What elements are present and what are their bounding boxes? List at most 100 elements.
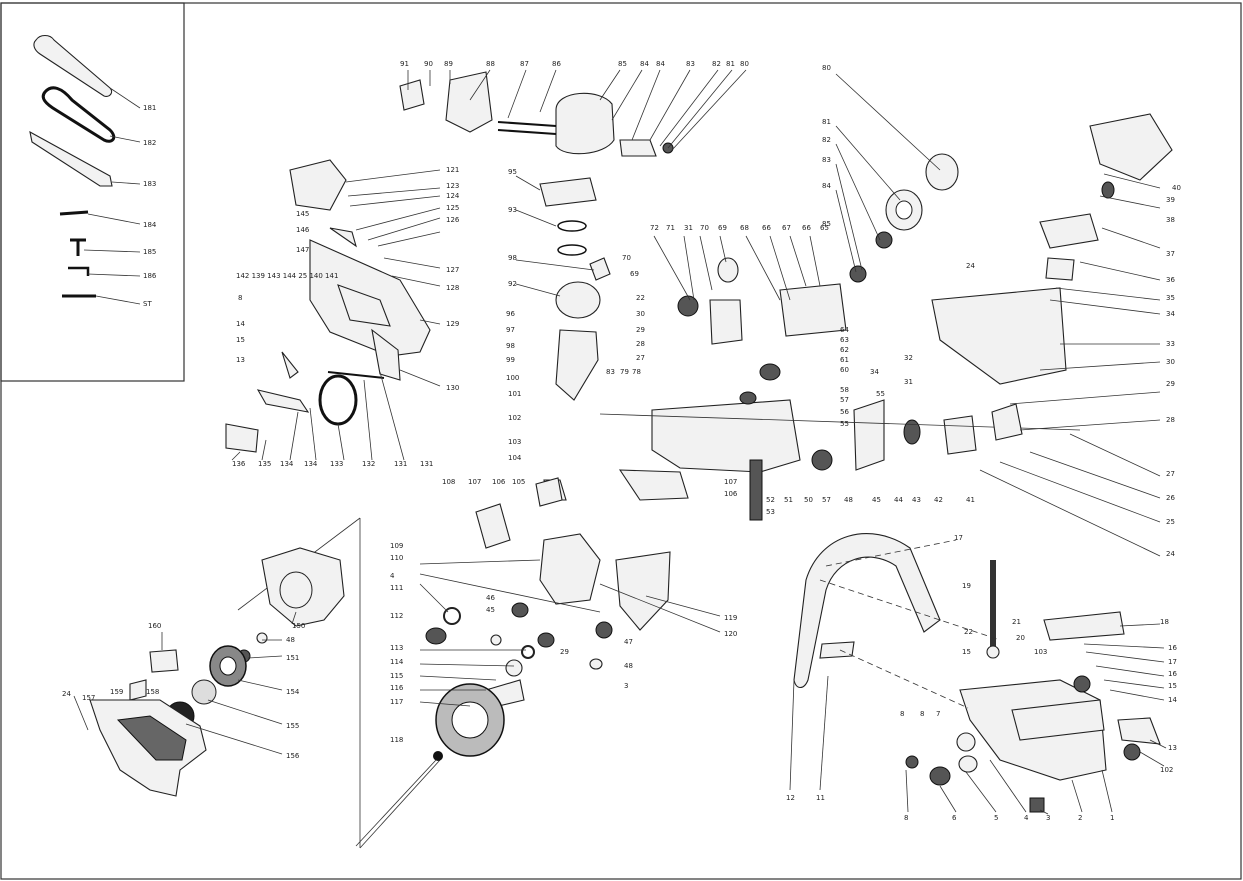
svg-text:154: 154 (286, 688, 300, 696)
svg-text:97: 97 (506, 326, 515, 334)
svg-text:45: 45 (486, 606, 495, 614)
svg-text:21: 21 (1012, 618, 1021, 626)
cylinder-assembly (399, 71, 674, 401)
svg-text:68: 68 (740, 224, 749, 232)
svg-text:116: 116 (390, 684, 404, 692)
svg-text:82: 82 (712, 60, 721, 68)
svg-text:31: 31 (684, 224, 693, 232)
starter-housing-assembly (89, 547, 345, 797)
accessory-inset-box (0, 2, 185, 382)
svg-text:15: 15 (236, 336, 245, 344)
svg-text:84: 84 (656, 60, 665, 68)
svg-text:131: 131 (420, 460, 433, 468)
callout: 181 (143, 104, 156, 112)
svg-text:125: 125 (446, 204, 459, 212)
svg-text:8: 8 (238, 294, 242, 302)
svg-text:24: 24 (966, 262, 975, 270)
svg-text:83: 83 (686, 60, 695, 68)
svg-text:62: 62 (840, 346, 849, 354)
svg-text:31: 31 (904, 378, 913, 386)
svg-text:106: 106 (724, 490, 738, 498)
svg-text:156: 156 (286, 752, 300, 760)
callout: 182 (143, 139, 156, 147)
svg-text:35: 35 (1166, 294, 1175, 302)
svg-text:2: 2 (1078, 814, 1082, 822)
svg-text:55: 55 (840, 420, 849, 428)
svg-text:150: 150 (292, 622, 305, 630)
svg-text:7: 7 (936, 710, 940, 718)
svg-text:25: 25 (1166, 518, 1175, 526)
svg-text:123: 123 (446, 182, 459, 190)
svg-text:91: 91 (400, 60, 409, 68)
svg-text:8: 8 (920, 710, 924, 718)
svg-text:78: 78 (632, 368, 641, 376)
svg-text:93: 93 (508, 206, 517, 214)
svg-text:85: 85 (822, 220, 831, 228)
svg-text:119: 119 (724, 614, 737, 622)
svg-text:128: 128 (446, 284, 459, 292)
side-cover-leaders (231, 169, 441, 461)
svg-text:134: 134 (304, 460, 318, 468)
svg-text:80: 80 (822, 64, 831, 72)
svg-text:117: 117 (390, 698, 403, 706)
callout: 183 (143, 180, 156, 188)
svg-text:110: 110 (390, 554, 403, 562)
svg-text:86: 86 (552, 60, 561, 68)
svg-text:109: 109 (390, 542, 403, 550)
svg-text:96: 96 (506, 310, 515, 318)
svg-text:142 139 143 144 25 140 141: 142 139 143 144 25 140 141 (236, 272, 338, 280)
svg-text:5: 5 (994, 814, 998, 822)
flywheel-leaders (355, 559, 721, 847)
svg-text:14: 14 (236, 320, 245, 328)
svg-text:17: 17 (1168, 658, 1177, 666)
svg-text:15: 15 (962, 648, 971, 656)
starter-housing-leaders (73, 611, 297, 755)
svg-text:158: 158 (146, 688, 159, 696)
svg-text:29: 29 (636, 326, 645, 334)
flywheel-assembly (425, 477, 671, 761)
svg-text:26: 26 (1166, 494, 1175, 502)
svg-text:18: 18 (1160, 618, 1169, 626)
svg-text:88: 88 (486, 60, 495, 68)
svg-text:42: 42 (934, 496, 943, 504)
svg-text:104: 104 (508, 454, 522, 462)
svg-text:53: 53 (766, 508, 775, 516)
svg-text:115: 115 (390, 672, 403, 680)
svg-text:13: 13 (1168, 744, 1177, 752)
svg-text:121: 121 (446, 166, 459, 174)
svg-text:51: 51 (784, 496, 793, 504)
svg-text:90: 90 (424, 60, 433, 68)
svg-text:99: 99 (506, 356, 515, 364)
svg-text:12: 12 (786, 794, 795, 802)
svg-text:71: 71 (666, 224, 675, 232)
svg-text:52: 52 (766, 496, 775, 504)
svg-text:47: 47 (624, 638, 633, 646)
svg-text:43: 43 (912, 496, 921, 504)
svg-text:67: 67 (782, 224, 791, 232)
svg-text:127: 127 (446, 266, 459, 274)
svg-text:63: 63 (840, 336, 849, 344)
svg-text:151: 151 (286, 654, 299, 662)
svg-text:107: 107 (468, 478, 481, 486)
svg-text:70: 70 (622, 254, 631, 262)
svg-text:65: 65 (820, 224, 829, 232)
svg-text:66: 66 (802, 224, 811, 232)
svg-text:22: 22 (636, 294, 645, 302)
svg-text:85: 85 (618, 60, 627, 68)
svg-text:28: 28 (1166, 416, 1175, 424)
svg-text:8: 8 (900, 710, 904, 718)
svg-text:33: 33 (1166, 340, 1175, 348)
svg-text:84: 84 (822, 182, 831, 190)
side-cover-assembly (225, 159, 431, 453)
svg-text:4: 4 (390, 572, 395, 580)
svg-text:19: 19 (962, 582, 971, 590)
svg-text:130: 130 (446, 384, 459, 392)
svg-text:44: 44 (894, 496, 903, 504)
handle-leaders (789, 539, 1167, 815)
svg-text:1: 1 (1110, 814, 1114, 822)
svg-text:129: 129 (446, 320, 459, 328)
svg-text:61: 61 (840, 356, 849, 364)
svg-text:102: 102 (508, 414, 521, 422)
